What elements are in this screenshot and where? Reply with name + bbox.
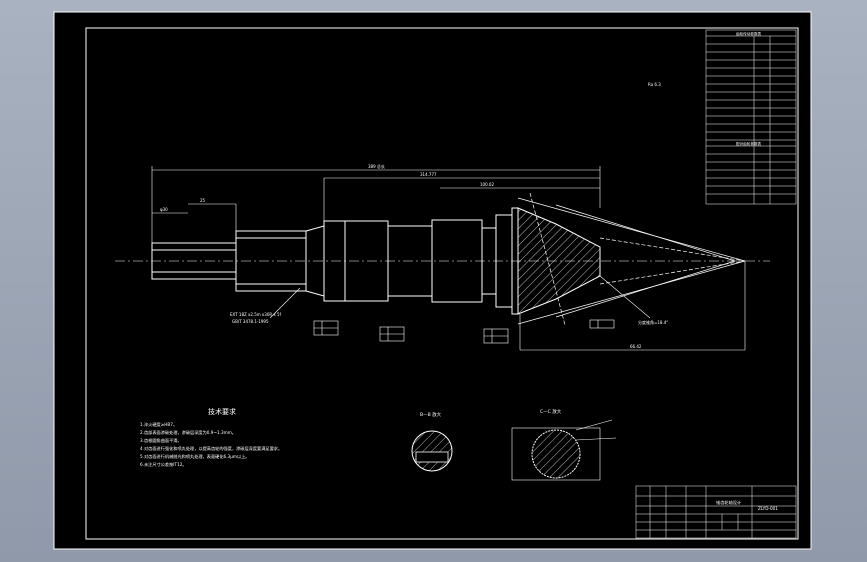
param-table-title: 齿轮传动参数表	[736, 31, 762, 36]
tech-req-item: 2.齿部表面渗碳处理，渗碳层深度为0.9~1.3mm。	[140, 429, 236, 436]
section-c-view	[511, 419, 617, 481]
section-b-view	[411, 430, 453, 472]
angle-note: 分度锥角=18.4°	[638, 319, 668, 325]
tolerance-frames	[313, 319, 615, 344]
dim-dia-left: φ30	[160, 207, 168, 212]
spline-note-2: GB/T 3478.1-1995	[232, 319, 269, 324]
section-c-label: C—C 放大	[540, 408, 562, 415]
tech-req-item: 6.未注尺寸公差按IT12。	[140, 461, 187, 468]
dim-overall: 389 总长	[368, 163, 385, 169]
tech-req-title: 技术要求	[208, 407, 236, 416]
section-b-label: B—B 放大	[420, 411, 442, 418]
gear-param-table	[705, 29, 797, 205]
dim-length-2: 314.777	[420, 172, 437, 177]
param-table-subtitle: 配对齿轮参数表	[736, 141, 762, 146]
gear-cone-lines	[517, 192, 746, 326]
drawing-name: 锥齿轮轴设计	[716, 499, 741, 506]
dim-length-3: 100.02	[480, 182, 494, 187]
tech-req-item: 5.对齿面进行机械抛光和喷丸处理，表面硬化6.3μm以上。	[140, 453, 250, 460]
tech-req-item: 1.淬火硬度≥HB7。	[140, 421, 177, 428]
tech-req-item: 4.对齿面进行强化和喷丸处理，以提高齿轮的强度，渗碳层深度要满足要求。	[140, 445, 282, 452]
dimension-lines	[151, 166, 746, 351]
title-block	[635, 485, 797, 539]
roughness-note: Ra 6.3	[648, 82, 661, 87]
dim-length-4: 25	[200, 198, 206, 203]
inner-border	[85, 27, 799, 540]
section-b-keyway	[415, 451, 449, 463]
tech-req-item: 3.齿根圆角曲面平滑。	[140, 437, 182, 444]
spline-note: EXT 18Z x2.5m x30R x 5f	[230, 312, 282, 317]
part-code: ZLYD-001	[758, 506, 778, 511]
tech-req-list: 1.淬火硬度≥HB7。 2.齿部表面渗碳处理，渗碳层深度为0.9~1.3mm。 …	[140, 421, 282, 468]
shaft-outline	[151, 207, 519, 315]
dim-right: 66.42	[630, 344, 642, 349]
